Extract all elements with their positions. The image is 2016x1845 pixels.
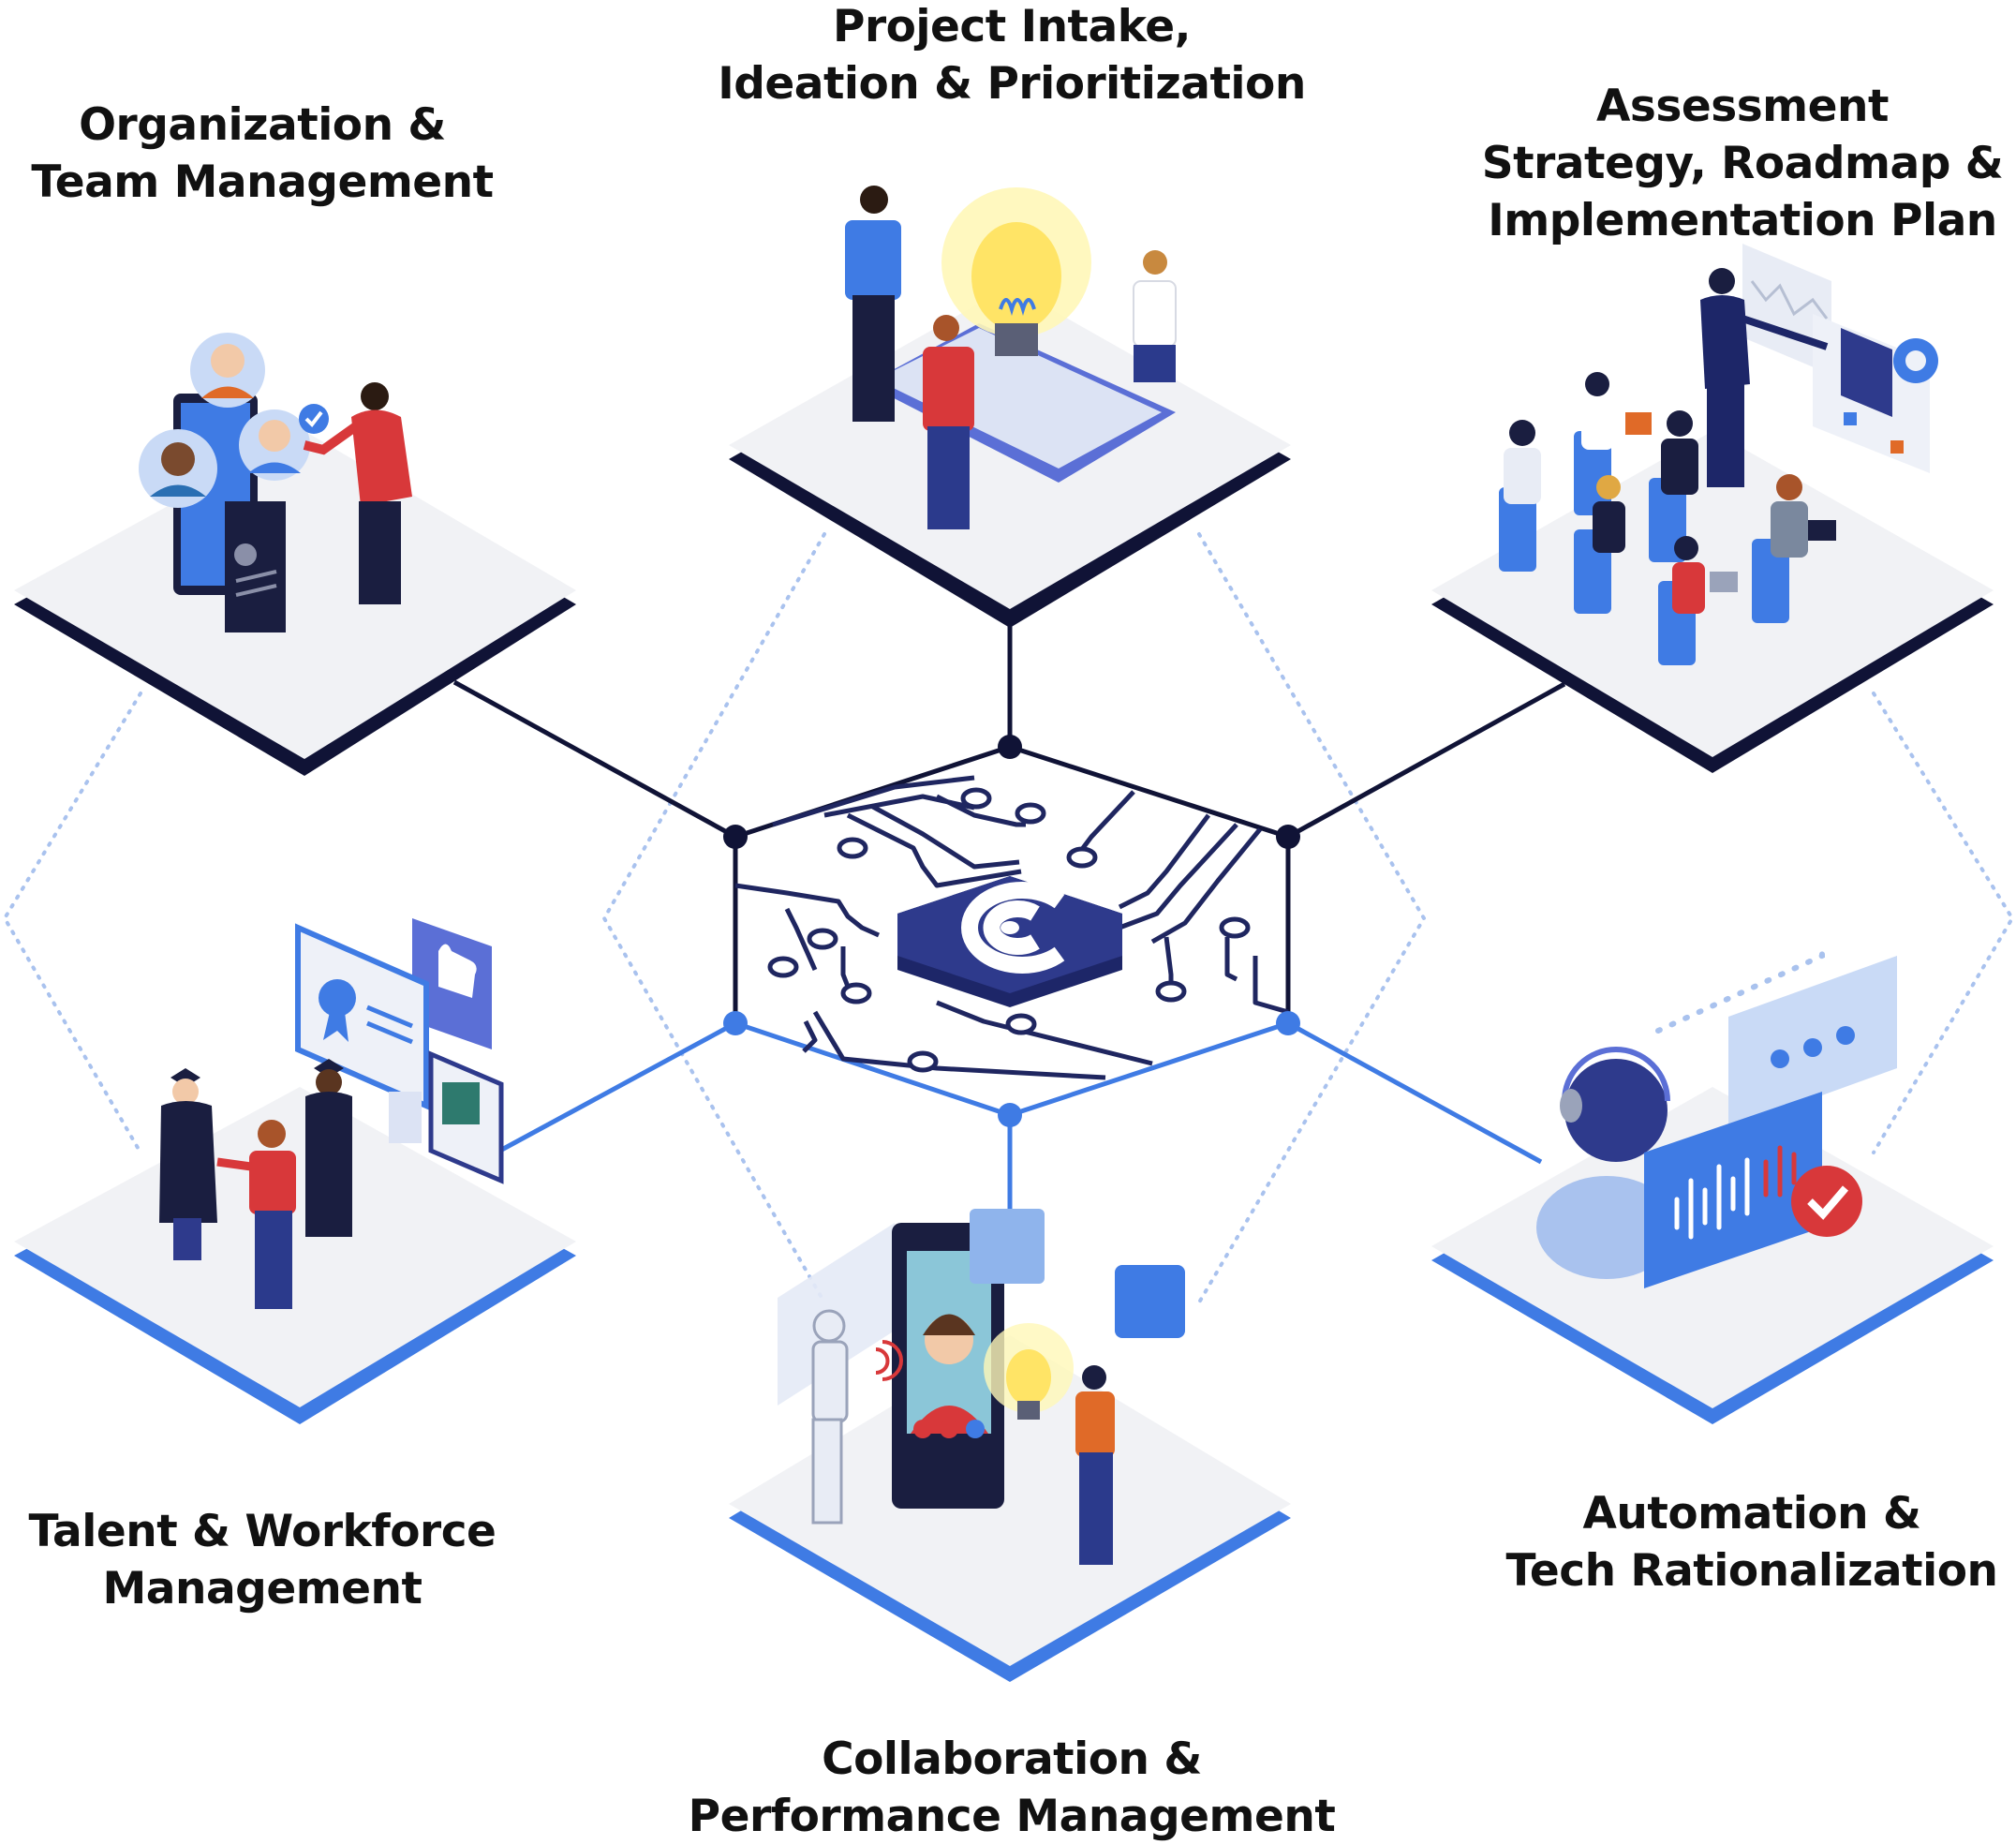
graduation-certificate-icon [159, 918, 504, 1309]
label-collaboration-performance: Collaboration & Performance Management [688, 1733, 1336, 1842]
tile-automation [1431, 939, 1994, 1424]
label-assessment-strategy: Assessment Strategy, Roadmap & Implement… [1481, 81, 2004, 246]
label-talent-workforce: Talent & Workforce Management [28, 1506, 497, 1614]
navy-connectors [452, 623, 1566, 840]
center-chip [897, 876, 1122, 1007]
tile-talent [14, 918, 576, 1424]
hub-logo-icon [961, 882, 1065, 974]
tile-project [729, 186, 1291, 628]
classroom-presentation-icon [1499, 244, 1938, 665]
label-automation-tech: Automation & Tech Rationalization [1505, 1488, 1998, 1597]
team-avatars-icon [139, 333, 412, 632]
label-org-team-management: Organization & Team Management [31, 99, 494, 208]
tile-collab [729, 1209, 1291, 1682]
label-project-intake: Project Intake, Ideation & Prioritizatio… [718, 1, 1306, 110]
tile-org [14, 333, 576, 776]
circuit-hexagon [723, 735, 1300, 1127]
tile-assessment [1431, 244, 1994, 773]
chatbot-headset-icon [1536, 939, 1897, 1288]
lightbulb-icon [845, 186, 1177, 529]
video-call-robot-icon [778, 1209, 1185, 1565]
dotted-guides [2, 532, 2015, 1304]
